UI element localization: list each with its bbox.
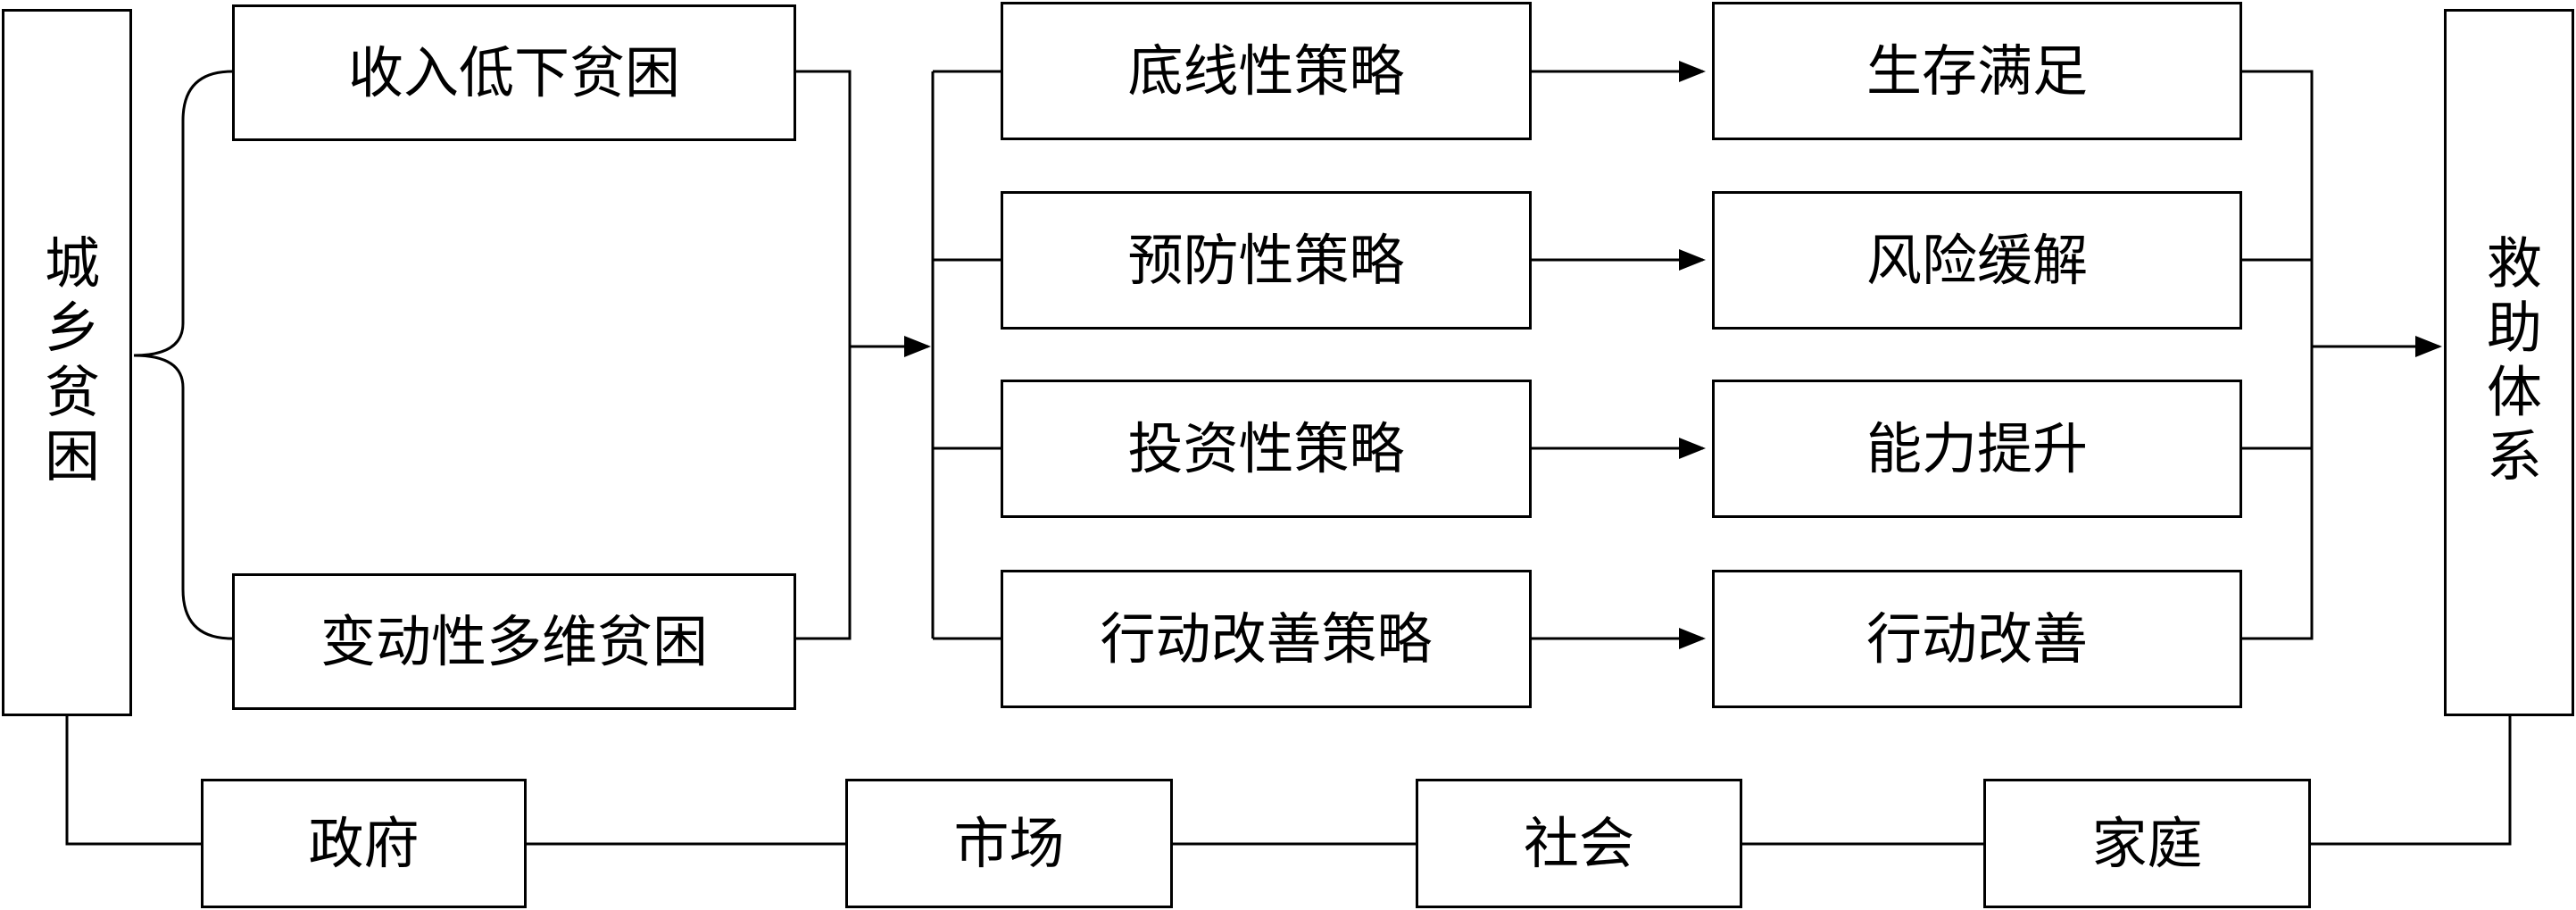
- actor-label: 政府: [308, 810, 420, 876]
- actor-label: 家庭: [2091, 810, 2203, 876]
- strategy-box: 底线性策略: [1001, 2, 1532, 140]
- strategy-box: 投资性策略: [1001, 380, 1532, 518]
- urban-rural-poverty-box: 城乡贫困: [2, 9, 132, 716]
- actor-box-family: 家庭: [1983, 779, 2311, 908]
- urban-rural-poverty-label: 城乡贫困: [35, 234, 100, 491]
- relief-system-box: 救助体系: [2444, 9, 2574, 716]
- actor-label: 市场: [953, 810, 1065, 876]
- grouping-brace: [133, 70, 233, 640]
- actor-chain-line: [65, 714, 2512, 846]
- strategy-label: 投资性策略: [1127, 415, 1405, 481]
- actor-box-government: 政府: [201, 779, 527, 908]
- outcome-box: 风险缓解: [1712, 191, 2242, 330]
- strategy-box: 行动改善策略: [1001, 570, 1532, 708]
- poverty-type-label: 变动性多维贫困: [320, 608, 708, 674]
- outcome-merge-line: [2242, 70, 2314, 640]
- strategy-label: 行动改善策略: [1100, 605, 1433, 672]
- strategy-label: 预防性策略: [1127, 227, 1405, 293]
- outcome-label: 能力提升: [1866, 415, 2088, 481]
- relief-system-label: 救助体系: [2477, 234, 2542, 491]
- actor-box-market: 市场: [845, 779, 1173, 908]
- strategy-box: 预防性策略: [1001, 191, 1532, 330]
- outcome-label: 行动改善: [1866, 605, 2088, 672]
- outcome-box: 行动改善: [1712, 570, 2242, 708]
- outcome-label: 生存满足: [1866, 38, 2088, 104]
- outcome-label: 风险缓解: [1866, 227, 2088, 293]
- poverty-type-box: 变动性多维贫困: [232, 573, 796, 710]
- outcome-box: 生存满足: [1712, 2, 2242, 140]
- strategy-label: 底线性策略: [1127, 38, 1405, 104]
- actor-box-society: 社会: [1416, 779, 1742, 908]
- poverty-type-label: 收入低下贫困: [347, 39, 680, 105]
- actor-label: 社会: [1523, 810, 1634, 876]
- outcome-box: 能力提升: [1712, 380, 2242, 518]
- poverty-type-box: 收入低下贫困: [232, 4, 796, 141]
- poverty-merge-line: [796, 70, 852, 640]
